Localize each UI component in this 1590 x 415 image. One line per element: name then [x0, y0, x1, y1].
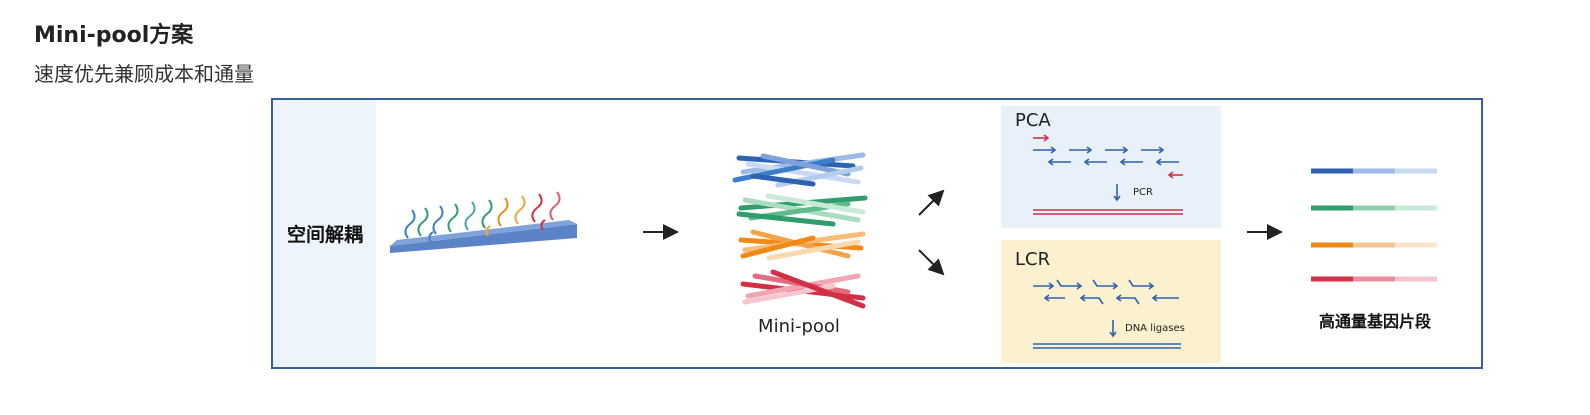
- arrow-to-pca: [918, 189, 945, 216]
- arrow-to-lcr: [918, 249, 945, 276]
- left-panel: 空间解耦: [273, 100, 376, 367]
- gene-fragments: [1311, 168, 1437, 282]
- result-label: 高通量基因片段: [1319, 312, 1432, 331]
- workflow-diagram: 空间解耦: [271, 98, 1483, 369]
- pca-panel: PCA PCR: [1001, 106, 1221, 228]
- mini-pool-label: Mini-pool: [758, 316, 840, 337]
- pca-title: PCA: [1015, 110, 1051, 131]
- lcr-step-label: DNA ligases: [1125, 323, 1185, 334]
- spatial-decoupling-label: 空间解耦: [287, 224, 364, 246]
- mini-pool-illustration: [732, 152, 868, 309]
- pca-step-label: PCR: [1133, 187, 1153, 198]
- page-subtitle: 速度优先兼顾成本和通量: [34, 62, 254, 86]
- lcr-title: LCR: [1015, 249, 1050, 270]
- lcr-panel: LCR DNA ligases: [1001, 240, 1221, 363]
- page-title: Mini-pool方案: [34, 23, 194, 48]
- diagram-canvas: Mini-pool PCA: [390, 106, 1437, 363]
- oligo-chip-illustration: [390, 191, 577, 253]
